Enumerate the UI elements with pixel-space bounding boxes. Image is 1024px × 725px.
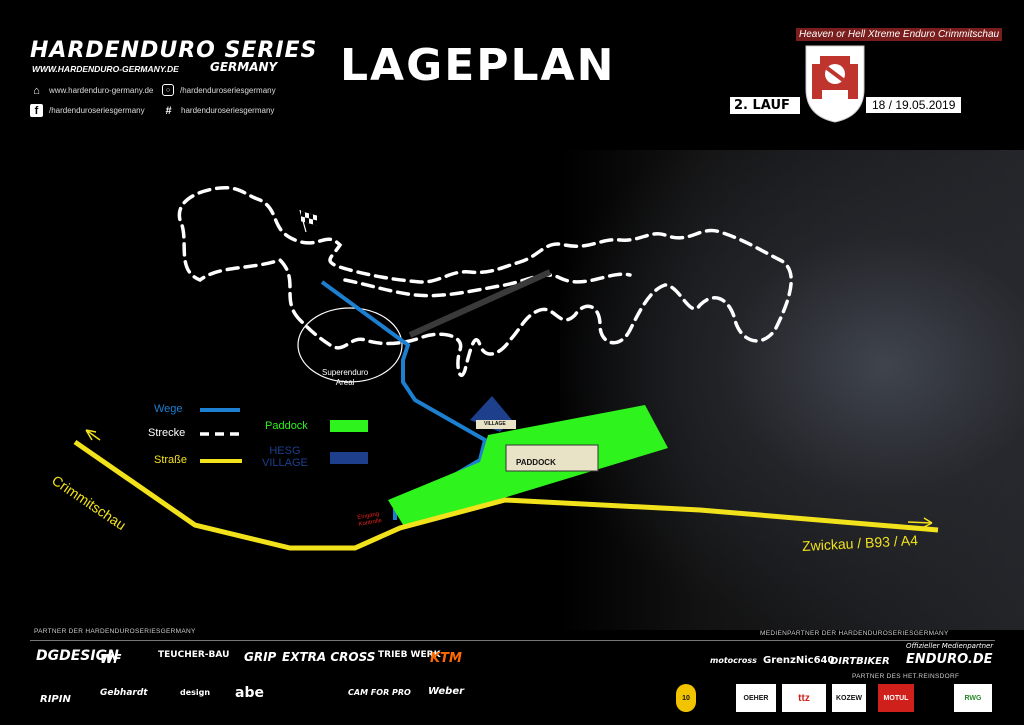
arrow-zwickau-icon	[907, 517, 933, 528]
hashtag-icon: #	[165, 104, 172, 117]
sponsor-cam-for-pro: CAM FOR PRO	[348, 688, 411, 697]
sponsor-wf: WF	[100, 652, 122, 666]
sponsor-rwg: RWG	[954, 684, 992, 712]
sponsor-kozew: KOZEW	[832, 684, 866, 712]
event-title: Heaven or Hell Xtreme Enduro Crimmitscha…	[796, 28, 1003, 41]
sponsor-gebhardt: Gebhardt	[100, 688, 148, 698]
sponsor-grenznic640: GrenzNic640	[763, 655, 835, 666]
sponsor-ripin: RIPIN	[40, 694, 71, 705]
paddock-sign	[505, 444, 599, 472]
social-facebook: f /hardenduroseriesgermany	[30, 104, 145, 117]
partners-right-heading: PARTNER DES HET.REINSDORF	[852, 673, 960, 680]
superenduro-label: Superenduro Areal	[322, 368, 369, 387]
social-hashtag: # hardenduroseriesgermany	[162, 104, 274, 117]
village-sign	[476, 420, 516, 429]
home-icon: ⌂	[33, 84, 40, 97]
superenduro-area	[297, 307, 403, 383]
legend-paddock-label: Paddock	[265, 420, 308, 432]
sponsor-design: design	[180, 688, 211, 697]
sponsor-oeher: OEHER	[736, 684, 776, 712]
village-sign-label: VILLAGE	[484, 421, 506, 427]
race-date: 18 / 19.05.2019	[866, 97, 962, 113]
social-instagram: ○ /hardenduroseriesgermany	[162, 84, 276, 96]
sponsor-weber: Weber	[428, 686, 465, 697]
facebook-icon: f	[30, 104, 43, 117]
sponsor-enduro-de: ENDURO.DE	[906, 652, 993, 667]
series-url: WWW.HARDENDURO-GERMANY.DE	[32, 64, 179, 74]
legend-strasse-label: Straße	[154, 454, 188, 466]
social-website: ⌂ www.hardenduro-germany.de	[30, 84, 153, 97]
instagram-icon: ○	[162, 84, 174, 96]
sponsor-grip: GRIP	[244, 650, 277, 664]
sponsor-ttz: ttz	[782, 684, 826, 712]
partners-media-heading: MEDIENPARTNER DER HARDENDUROSERIESGERMAN…	[760, 630, 949, 637]
road	[73, 439, 939, 551]
sponsor-media-tag: Offizieller Medienpartner	[906, 642, 994, 650]
footer-divider	[30, 640, 995, 641]
sponsor-ktm: KTM	[430, 651, 462, 666]
sponsor-10: 10	[676, 684, 696, 712]
legend-village-swatch	[330, 452, 368, 464]
partners-left-heading: PARTNER DER HARDENDUROSERIESGERMANY	[34, 628, 196, 635]
arrow-crimmitschau-icon	[85, 429, 101, 441]
sponsor-trieb-werk: TRIEB WERK	[378, 650, 441, 660]
crimmitschau-coat-of-arms-icon	[805, 45, 865, 123]
legend-village-label: HESG VILLAGE	[262, 445, 308, 469]
series-country: GERMANY	[210, 60, 278, 74]
legend-wege-label: Wege	[154, 403, 183, 415]
finish-flag-icon	[299, 209, 317, 233]
page-title: LAGEPLAN	[340, 40, 616, 91]
rider-photo-background	[560, 150, 1024, 630]
legend-paddock-swatch	[330, 420, 368, 432]
sponsor-dgdesign: DGDESIGN	[36, 648, 119, 664]
sponsor-abe: abe	[235, 685, 264, 701]
paddock-sign-label: PADDOCK	[516, 458, 556, 467]
series-logo: HARDENDURO SERIES	[30, 38, 318, 63]
sponsor-teucher-bau: TEUCHER-BAU	[158, 650, 230, 660]
sponsor-motul: MOTUL	[878, 684, 914, 712]
race-track-inner	[343, 272, 632, 298]
sponsor-dirtbiker: DIRTBIKER	[830, 656, 890, 667]
race-track	[177, 185, 793, 378]
service-road	[408, 269, 552, 338]
sponsor-motocross: motocross	[710, 656, 757, 665]
race-number: 2. LAUF	[730, 97, 800, 114]
sponsor-extra-cross: EXTRA CROSS	[282, 650, 376, 664]
legend-strecke-label: Strecke	[148, 427, 186, 439]
